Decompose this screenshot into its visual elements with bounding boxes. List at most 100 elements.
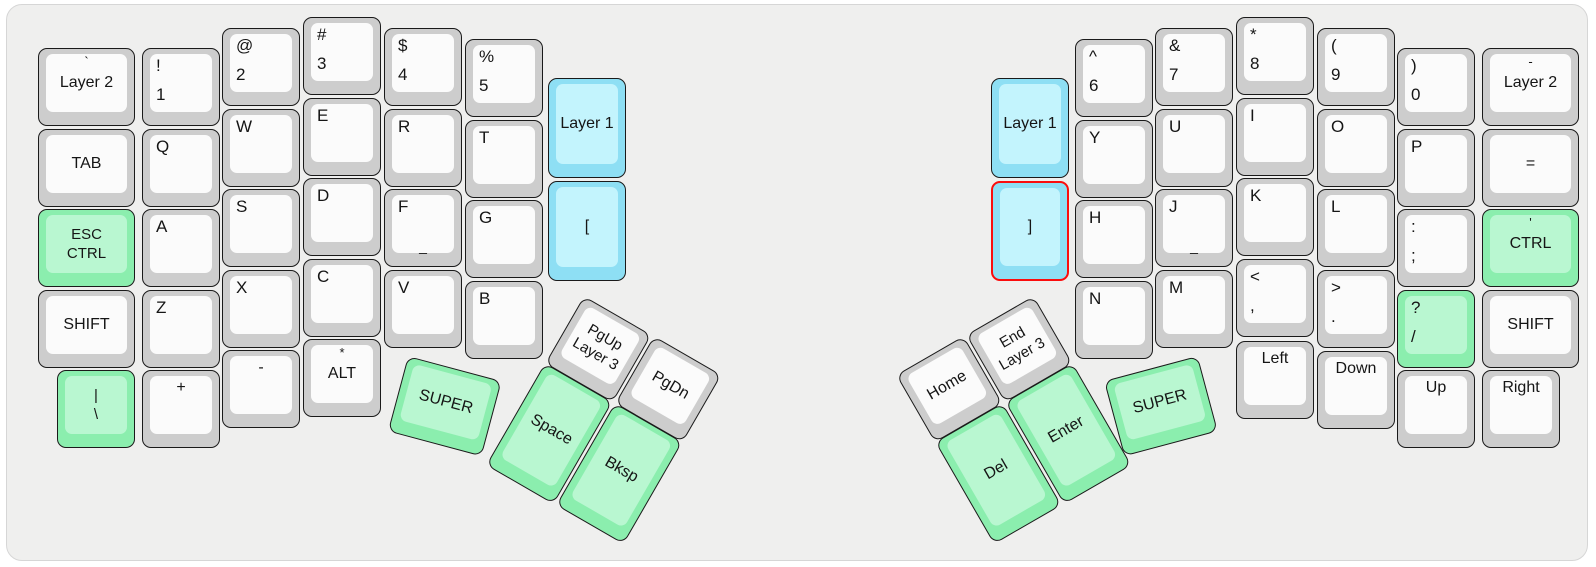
key-j[interactable]: J_	[1155, 189, 1233, 267]
key-d[interactable]: D	[303, 178, 381, 256]
key-f[interactable]: F_	[384, 189, 462, 267]
keycap-top: Y	[1083, 125, 1145, 184]
keycap-top: G	[473, 206, 535, 264]
key-left-arrow[interactable]: Left	[1236, 341, 1314, 419]
key-colon-semicolon[interactable]: :;	[1397, 209, 1475, 287]
key-y[interactable]: Y	[1075, 119, 1153, 198]
key-0[interactable]: )0	[1397, 48, 1475, 126]
keycap-top: ]	[1000, 188, 1060, 266]
key-legend: A	[156, 217, 168, 236]
key-1[interactable]: !1	[142, 48, 220, 126]
key-i[interactable]: I	[1236, 97, 1314, 176]
key-comma[interactable]: <,	[1236, 258, 1314, 337]
key-n[interactable]: N	[1075, 280, 1153, 359]
key-p[interactable]: P	[1397, 128, 1475, 207]
keycap-top: SUPER	[1113, 363, 1207, 441]
keycap-top: *ALT	[311, 345, 373, 403]
key-legend: N	[1089, 288, 1102, 308]
keycap-top: U	[1163, 114, 1225, 173]
key-s[interactable]: S	[222, 189, 300, 267]
key-2[interactable]: @2	[222, 28, 300, 106]
keycap-top: [	[556, 187, 618, 267]
key-shift-left[interactable]: SHIFT	[38, 289, 135, 368]
key-e[interactable]: E	[303, 97, 381, 176]
key-b[interactable]: B	[465, 280, 543, 359]
keycap-top: K	[1244, 184, 1306, 242]
key-r[interactable]: R	[384, 108, 462, 187]
key-g[interactable]: G	[465, 200, 543, 278]
key-legend: 5	[479, 76, 489, 95]
key-up-arrow[interactable]: Up	[1397, 370, 1475, 448]
keycap-top: M	[1163, 275, 1225, 334]
key-esc-ctrl[interactable]: ESC CTRL	[38, 209, 135, 287]
key-period[interactable]: >.	[1317, 269, 1395, 348]
key-z[interactable]: Z	[142, 289, 220, 368]
key-legend: -	[1528, 54, 1533, 69]
key-plus[interactable]: +	[142, 370, 220, 448]
keycap-top: =	[1490, 134, 1571, 193]
key-question-slash[interactable]: ?/	[1397, 289, 1475, 368]
key-4[interactable]: $4	[384, 28, 462, 106]
key-legend: V	[398, 277, 410, 297]
keycap-top: !1	[150, 54, 212, 112]
keycap-top: >.	[1325, 275, 1387, 334]
keycap-top: | \	[65, 376, 127, 434]
keycap-top: X	[230, 275, 292, 334]
key-grave-layer2[interactable]: `Layer 2	[38, 48, 135, 126]
keycap-top: C	[311, 264, 373, 323]
key-9[interactable]: (9	[1317, 28, 1395, 106]
key-layer1-right[interactable]: Layer 1	[991, 78, 1069, 178]
key-legend: :	[1411, 217, 1416, 236]
keycap-top: )0	[1405, 54, 1467, 112]
key-legend: P	[1411, 136, 1423, 156]
key-legend: Left	[1261, 350, 1289, 367]
keycap-top: D	[311, 184, 373, 242]
key-layer1-left[interactable]: Layer 1	[548, 78, 626, 178]
key-right-bracket[interactable]: ]	[991, 181, 1069, 281]
key-left-bracket[interactable]: [	[548, 181, 626, 281]
key-legend: 9	[1331, 65, 1341, 84]
key-a[interactable]: A	[142, 209, 220, 287]
key-q[interactable]: Q	[142, 128, 220, 207]
key-shift-right[interactable]: SHIFT	[1482, 289, 1579, 368]
key-legend: 3	[317, 54, 327, 73]
key-quote-ctrl[interactable]: 'CTRL	[1482, 209, 1579, 287]
key-7[interactable]: &7	[1155, 28, 1233, 106]
keycap-top: E	[311, 103, 373, 162]
key-legend: '	[1529, 215, 1532, 230]
key-w[interactable]: W	[222, 108, 300, 187]
keycap-top: A	[150, 215, 212, 273]
key-pipe-backslash[interactable]: | \	[57, 370, 135, 448]
key-minus-layer2[interactable]: -Layer 2	[1482, 48, 1579, 126]
key-v[interactable]: V	[384, 269, 462, 348]
key-k[interactable]: K	[1236, 178, 1314, 256]
key-legend: 2	[236, 65, 246, 84]
key-legend: G	[479, 208, 493, 227]
key-6[interactable]: ^6	[1075, 39, 1153, 117]
key-h[interactable]: H	[1075, 200, 1153, 278]
key-legend: Right	[1502, 379, 1540, 396]
keycap-top: Z	[150, 295, 212, 354]
key-tab[interactable]: TAB	[38, 128, 135, 207]
keycap-top: P	[1405, 134, 1467, 193]
key-x[interactable]: X	[222, 269, 300, 348]
key-8[interactable]: *8	[1236, 17, 1314, 95]
key-l[interactable]: L	[1317, 189, 1395, 267]
key-minus-left[interactable]: -	[222, 350, 300, 428]
keycap-top: #3	[311, 23, 373, 81]
key-5[interactable]: %5	[465, 39, 543, 117]
key-legend: ?	[1411, 297, 1421, 317]
key-u[interactable]: U	[1155, 108, 1233, 187]
keycap-top: R	[392, 114, 454, 173]
key-right-arrow[interactable]: Right	[1482, 370, 1560, 448]
keycap-top: :;	[1405, 215, 1467, 273]
key-asterisk-alt[interactable]: *ALT	[303, 339, 381, 417]
key-down-arrow[interactable]: Down	[1317, 351, 1395, 429]
key-3[interactable]: #3	[303, 17, 381, 95]
key-t[interactable]: T	[465, 119, 543, 198]
key-equals[interactable]: =	[1482, 128, 1579, 207]
key-o[interactable]: O	[1317, 108, 1395, 187]
key-m[interactable]: M	[1155, 269, 1233, 348]
key-legend: 8	[1250, 54, 1260, 73]
key-c[interactable]: C	[303, 258, 381, 337]
